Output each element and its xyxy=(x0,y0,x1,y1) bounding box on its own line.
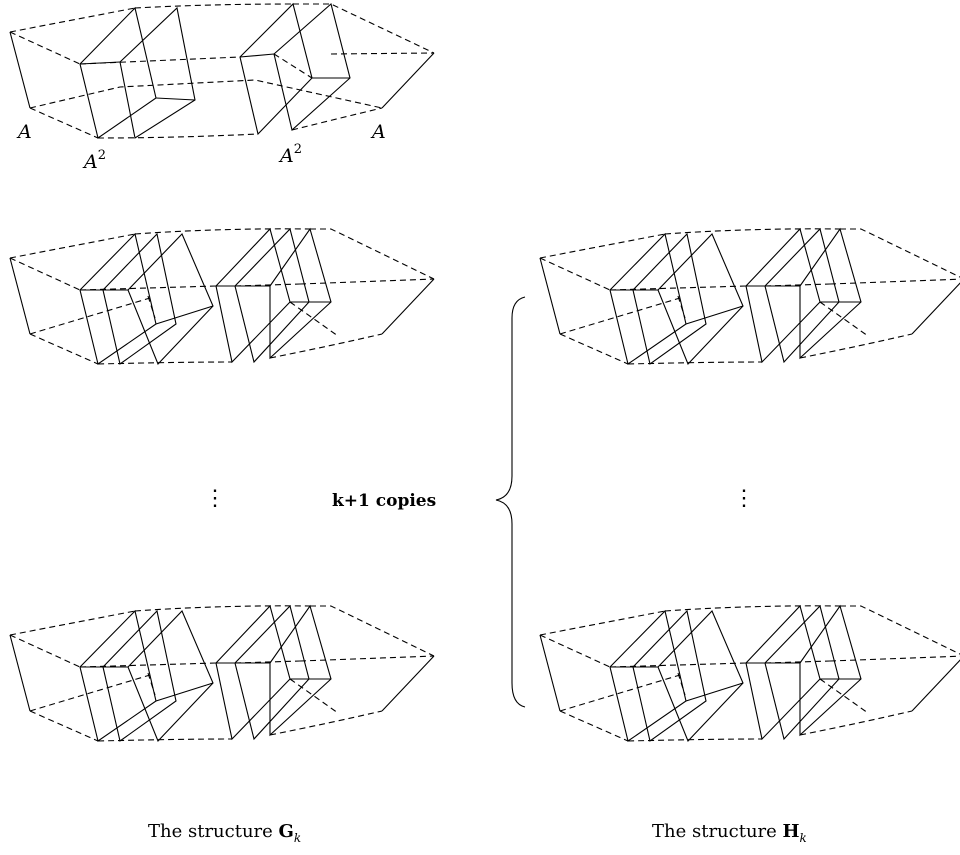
g-vertical-dots: ⋮ xyxy=(204,486,226,511)
right-cube-diag xyxy=(239,53,350,79)
label-a-right: A xyxy=(370,121,386,143)
label-a2-right: A2 xyxy=(278,142,302,167)
top-inner-dash xyxy=(9,31,81,65)
lower-left-dash xyxy=(29,107,99,139)
right-cube-back xyxy=(273,2,351,132)
mid-line-dash xyxy=(29,79,383,109)
right-cube-front xyxy=(239,2,313,136)
g-copy-1 xyxy=(9,228,435,365)
caption-h: The structure Hk xyxy=(652,821,807,845)
h-copy-1 xyxy=(539,228,960,365)
inner-v-dash xyxy=(273,53,313,79)
copies-label: k+1 copies xyxy=(332,491,436,511)
top-right-dash xyxy=(293,3,435,54)
h-copy-k1 xyxy=(539,605,960,742)
h-vertical-dots: ⋮ xyxy=(733,486,755,511)
inner-h-dash-1 xyxy=(79,56,241,65)
g-copy-k1 xyxy=(9,605,435,742)
left-cube-front xyxy=(79,6,157,139)
label-a2-left: A2 xyxy=(82,148,106,173)
left-cube-diag xyxy=(79,61,196,101)
label-a-left: A xyxy=(16,121,32,143)
top-mid-dash xyxy=(134,3,294,9)
left-brace xyxy=(495,296,526,708)
right-edge xyxy=(381,52,435,109)
lower-mid-dash xyxy=(97,133,259,139)
base-structure: A A2 A2 A xyxy=(9,2,435,173)
top-left-dash xyxy=(9,7,136,33)
inner-h-dash-2 xyxy=(330,52,435,55)
caption-g: The structure Gk xyxy=(148,821,301,845)
lower-right-dash xyxy=(291,107,383,131)
left-cube-back xyxy=(119,6,196,139)
left-edge xyxy=(9,31,31,109)
